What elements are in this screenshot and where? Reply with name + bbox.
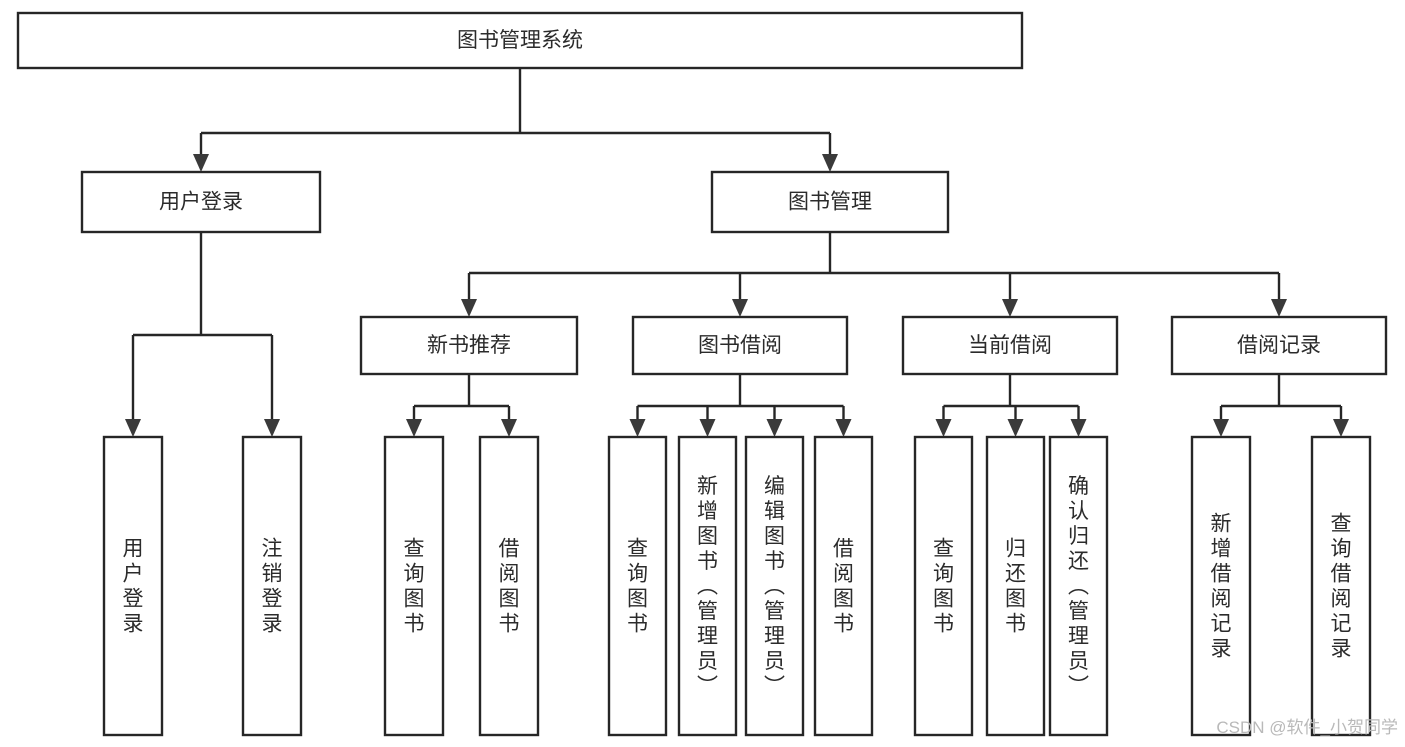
node-label: 查询图书: [933, 538, 954, 636]
node-leaf-query-book-1[interactable]: 查询图书: [383, 435, 445, 737]
node-label: 新增借阅记录: [1211, 513, 1232, 661]
node-box-leaf-query-book-3[interactable]: [913, 435, 974, 737]
arrow-head-icon: [732, 299, 748, 317]
arrow-head-icon: [1002, 299, 1018, 317]
node-leaf-confirm-return[interactable]: 确认归还︵管理员︶: [1048, 435, 1109, 737]
node-box-leaf-return-book[interactable]: [985, 435, 1046, 737]
node-label: 图书管理系统: [457, 29, 583, 52]
node-current-borrow[interactable]: 当前借阅: [901, 315, 1119, 376]
node-leaf-query-record[interactable]: 查询借阅记录: [1310, 435, 1372, 737]
node-box-current-borrow[interactable]: [901, 315, 1119, 376]
node-label: 当前借阅: [968, 334, 1052, 357]
node-leaf-borrow-book-1[interactable]: 借阅图书: [478, 435, 540, 737]
arrow-head-icon: [1333, 419, 1349, 437]
node-leaf-logout[interactable]: 注销登录: [241, 435, 303, 737]
node-label: 新增图书︵管理员︶: [697, 475, 718, 698]
node-label: 用户登录: [159, 191, 243, 214]
arrow-head-icon: [406, 419, 422, 437]
node-box-borrow-record[interactable]: [1170, 315, 1388, 376]
arrow-head-icon: [125, 419, 141, 437]
node-label: 借阅记录: [1237, 334, 1321, 357]
arrow-head-icon: [264, 419, 280, 437]
node-leaf-borrow-book-2[interactable]: 借阅图书: [813, 435, 874, 737]
node-leaf-query-book-2[interactable]: 查询图书: [607, 435, 668, 737]
node-box-book-borrow[interactable]: [631, 315, 849, 376]
node-box-leaf-edit-book[interactable]: [744, 435, 805, 737]
node-label: 借阅图书: [833, 538, 854, 636]
node-leaf-edit-book[interactable]: 编辑图书︵管理员︶: [744, 435, 805, 737]
node-box-leaf-add-record[interactable]: [1190, 435, 1252, 737]
node-box-leaf-confirm-return[interactable]: [1048, 435, 1109, 737]
node-label: 注销登录: [262, 538, 283, 636]
node-book-manage[interactable]: 图书管理: [710, 170, 950, 234]
arrow-head-icon: [629, 419, 646, 437]
node-box-leaf-query-book-2[interactable]: [607, 435, 668, 737]
node-leaf-add-book[interactable]: 新增图书︵管理员︶: [677, 435, 738, 737]
arrow-head-icon: [699, 419, 716, 437]
node-leaf-query-book-3[interactable]: 查询图书: [913, 435, 974, 737]
node-box-leaf-borrow-book-1[interactable]: [478, 435, 540, 737]
node-box-leaf-query-record[interactable]: [1310, 435, 1372, 737]
node-borrow-record[interactable]: 借阅记录: [1170, 315, 1388, 376]
node-label: 确认归还︵管理员︶: [1068, 475, 1089, 698]
node-label: 编辑图书︵管理员︶: [764, 475, 785, 698]
arrow-head-icon: [501, 419, 517, 437]
node-box-new-book-recommend[interactable]: [359, 315, 579, 376]
node-book-borrow[interactable]: 图书借阅: [631, 315, 849, 376]
arrow-head-icon: [1213, 419, 1229, 437]
node-label: 查询借阅记录: [1331, 513, 1352, 661]
arrow-head-icon: [193, 154, 209, 172]
node-label: 借阅图书: [499, 538, 520, 636]
node-label: 归还图书: [1005, 538, 1026, 636]
node-box-leaf-add-book[interactable]: [677, 435, 738, 737]
node-label: 图书借阅: [698, 334, 782, 357]
arrow-head-icon: [1007, 419, 1024, 437]
node-leaf-return-book[interactable]: 归还图书: [985, 435, 1046, 737]
node-label: 查询图书: [627, 538, 648, 636]
connector-layer: [125, 68, 1349, 437]
node-box-leaf-user-login[interactable]: [102, 435, 164, 737]
node-user-login[interactable]: 用户登录: [80, 170, 322, 234]
arrow-head-icon: [822, 154, 838, 172]
arrow-head-icon: [766, 419, 783, 437]
node-label: 查询图书: [404, 538, 425, 636]
node-leaf-add-record[interactable]: 新增借阅记录: [1190, 435, 1252, 737]
node-label: 图书管理: [788, 191, 872, 214]
node-label: 用户登录: [123, 538, 144, 636]
arrow-head-icon: [1271, 299, 1287, 317]
arrow-head-icon: [935, 419, 952, 437]
node-root[interactable]: 图书管理系统: [16, 11, 1024, 70]
node-leaf-user-login[interactable]: 用户登录: [102, 435, 164, 737]
csdn-watermark: CSDN @软件_小贺同学: [1216, 718, 1398, 737]
node-label: 新书推荐: [427, 334, 511, 357]
arrow-head-icon: [835, 419, 852, 437]
arrow-head-icon: [461, 299, 477, 317]
node-box-book-manage[interactable]: [710, 170, 950, 234]
node-layer: 图书管理系统用户登录图书管理新书推荐图书借阅当前借阅借阅记录用户登录注销登录查询…: [16, 11, 1388, 737]
node-box-leaf-borrow-book-2[interactable]: [813, 435, 874, 737]
node-box-root[interactable]: [16, 11, 1024, 70]
arrow-head-icon: [1070, 419, 1087, 437]
node-box-leaf-logout[interactable]: [241, 435, 303, 737]
node-new-book-recommend[interactable]: 新书推荐: [359, 315, 579, 376]
node-box-user-login[interactable]: [80, 170, 322, 234]
node-box-leaf-query-book-1[interactable]: [383, 435, 445, 737]
